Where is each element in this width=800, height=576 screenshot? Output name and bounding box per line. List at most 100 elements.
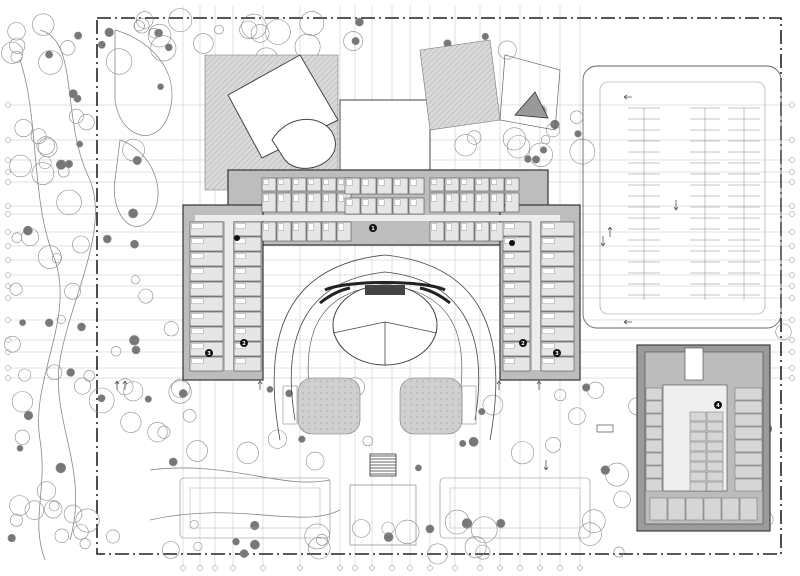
tree-icon (298, 435, 306, 443)
tree-icon (104, 27, 114, 38)
tree-icon (545, 123, 561, 138)
tree-icon (120, 411, 142, 433)
tree-icon (30, 128, 47, 144)
tree-icon (31, 162, 55, 185)
tree-icon (37, 245, 62, 269)
tree-icon (38, 50, 63, 75)
tree-icon (570, 110, 584, 124)
tree-icon (148, 27, 160, 39)
tree-icon (395, 519, 420, 545)
tree-icon (568, 407, 586, 426)
stair-icon (596, 424, 614, 433)
tree-icon (36, 136, 55, 155)
tree-icon (4, 335, 21, 353)
tree-icon (545, 436, 562, 453)
tree-icon (9, 37, 26, 54)
marker-1 (369, 224, 377, 232)
tree-icon (44, 318, 54, 327)
tree-icon (56, 189, 82, 216)
tree-icon (511, 441, 535, 465)
tree-icon (267, 429, 287, 449)
tree-icon (468, 436, 479, 447)
tree-icon (193, 541, 203, 551)
tree-icon (46, 364, 63, 381)
tree-icon (11, 232, 23, 244)
tree-icon (186, 440, 208, 462)
tree-icon (613, 546, 625, 558)
parking-arrow-icon (607, 94, 679, 325)
tree-icon (464, 536, 487, 558)
tree-icon (55, 159, 67, 170)
tree-icon (147, 422, 168, 443)
tree-icon (600, 465, 610, 475)
tree-icon (74, 31, 83, 40)
marker-top-right (509, 240, 515, 246)
site-boundary (96, 17, 782, 555)
tree-icon (36, 481, 57, 501)
tree-icon (531, 155, 540, 164)
tree-icon (581, 509, 606, 534)
tree-icon (454, 134, 477, 157)
tree-icon (123, 381, 144, 402)
tree-icon (77, 322, 86, 332)
tree-icon (110, 346, 122, 357)
tree-icon (162, 541, 180, 559)
tree-icon (128, 208, 138, 219)
tree-icon (129, 335, 140, 346)
tree-icon (496, 518, 506, 528)
tree-icon (554, 389, 567, 402)
tree-icon (9, 154, 32, 178)
tree-icon (147, 23, 172, 48)
tree-icon (236, 441, 259, 465)
tree-icon (56, 314, 66, 324)
marker-2-left-label: 2 (242, 341, 246, 347)
tree-icon (582, 383, 591, 392)
tree-icon (66, 368, 75, 377)
pool-courtyard (204, 39, 561, 191)
marker-4 (714, 401, 722, 409)
tree-icon (72, 235, 90, 254)
tree-icon (414, 464, 422, 472)
tree-icon (524, 155, 532, 163)
tree-icon (232, 537, 240, 546)
tree-icon (459, 439, 467, 447)
central-amphitheater (273, 254, 497, 441)
tree-icon (54, 528, 69, 543)
tree-icon (471, 516, 498, 543)
tree-icon (157, 83, 164, 90)
tree-icon (528, 142, 553, 167)
tree-icon (425, 524, 435, 534)
tree-icon (24, 500, 45, 520)
tree-icon (239, 20, 258, 39)
tree-icon (1, 41, 24, 64)
tree-icon (478, 408, 486, 416)
tree-icon (45, 50, 53, 59)
landscape-paths (19, 29, 341, 561)
tree-icon (171, 378, 191, 399)
tree-icon (352, 519, 371, 538)
tree-icon (351, 37, 360, 46)
tree-icon (23, 410, 34, 421)
tree-icon (467, 130, 482, 145)
marker-1-label: 1 (371, 226, 375, 232)
tree-icon (163, 321, 179, 337)
tree-icon (249, 539, 260, 550)
tree-icon (51, 253, 63, 264)
tree-icon (461, 518, 473, 529)
tree-icon (154, 28, 163, 38)
tree-icon (250, 520, 260, 531)
tree-icon (7, 22, 26, 41)
tree-icon (381, 521, 395, 535)
marker-2-left (240, 339, 248, 347)
marker-4-label: 4 (716, 403, 720, 409)
tree-icon (65, 160, 74, 169)
tree-icon (241, 13, 267, 39)
tree-icon (168, 457, 178, 467)
tree-icon (78, 113, 95, 131)
tree-icon (343, 31, 363, 51)
tree-icon (134, 18, 150, 34)
tree-icon (182, 409, 197, 423)
tree-icon (133, 20, 145, 32)
tree-icon (49, 500, 60, 512)
tree-icon (79, 538, 91, 550)
